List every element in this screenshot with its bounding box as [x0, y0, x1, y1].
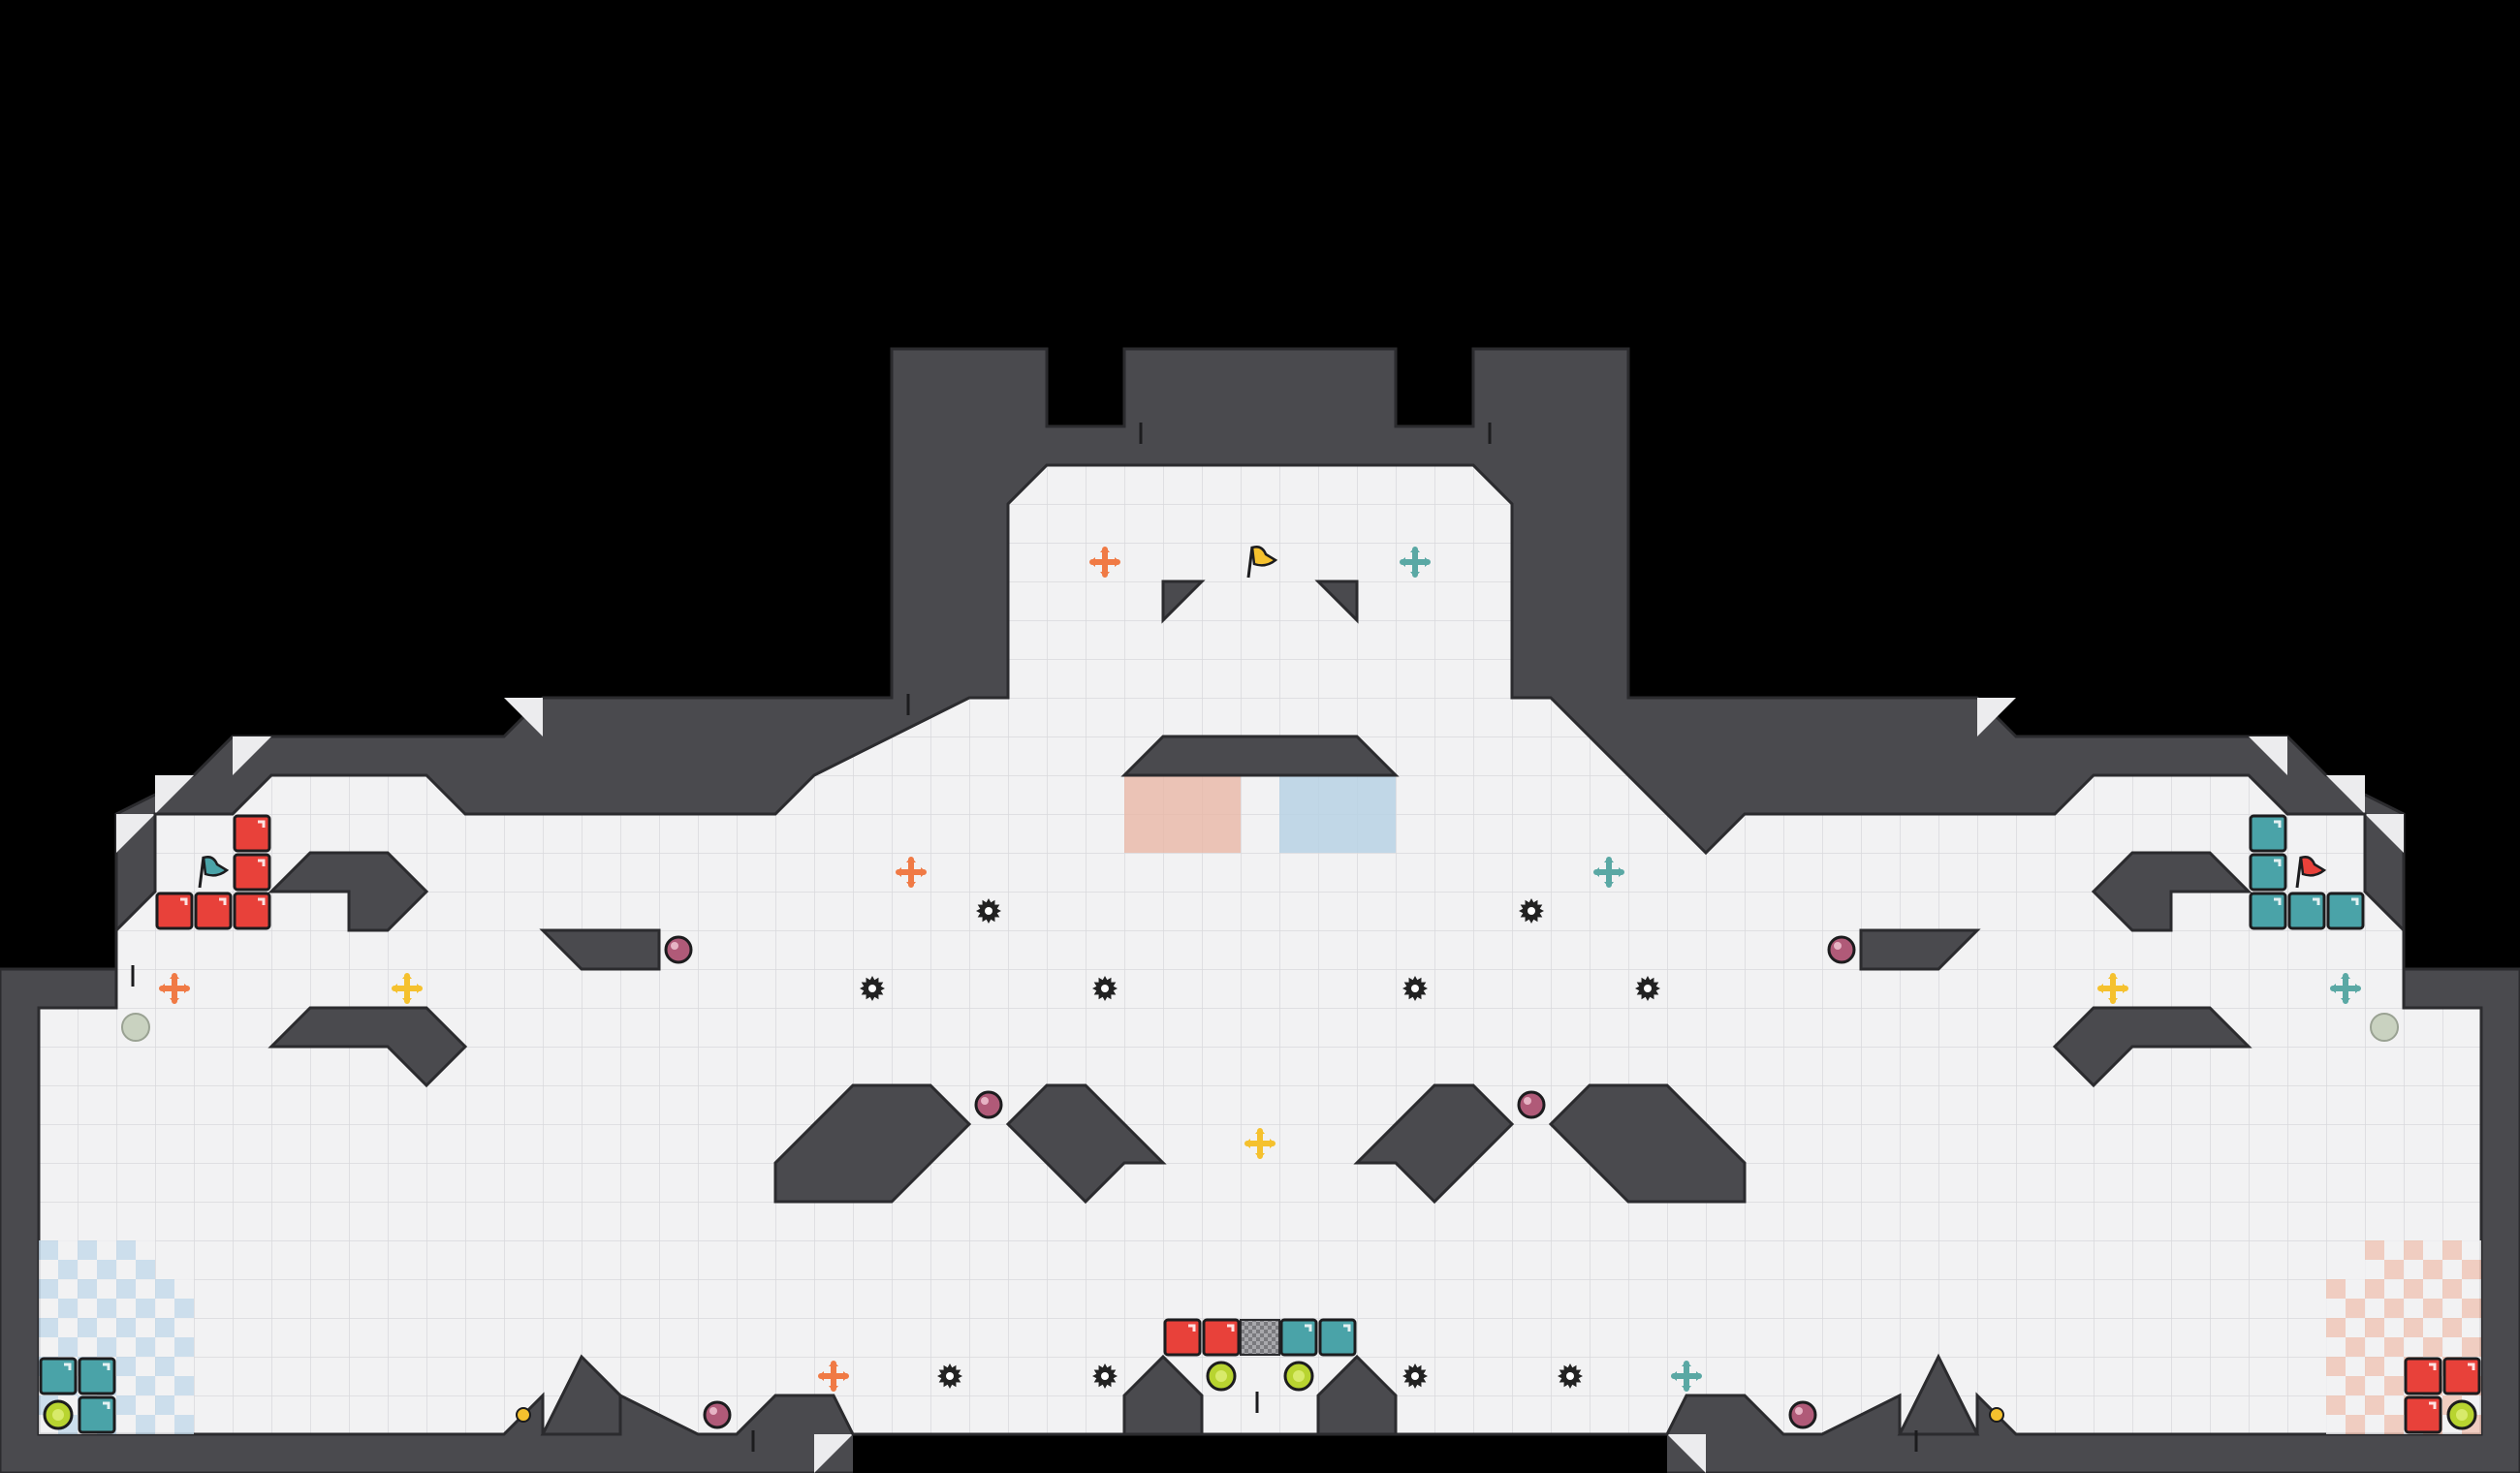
flags [198, 546, 2327, 889]
blue-tile [1318, 1318, 1357, 1357]
obstacle-left-big [773, 1083, 972, 1204]
spike-icon [1519, 898, 1544, 924]
obstacle-left-ledge [539, 928, 661, 971]
boosts [159, 547, 2361, 1392]
red-tile [233, 853, 271, 892]
spike-icon [976, 898, 1001, 924]
red-tile [155, 892, 194, 930]
center-gate [1240, 1319, 1280, 1356]
floor [37, 463, 2483, 1436]
blue-tile [39, 1357, 78, 1395]
blue-zone [1279, 775, 1396, 853]
misc-items [121, 1013, 2399, 1423]
red-zone [1124, 775, 1241, 853]
token-icon [1989, 1407, 2004, 1423]
spike-icon [1092, 1363, 1118, 1389]
blue-tile [78, 1357, 116, 1395]
bomb-icon [1517, 1090, 1546, 1119]
boost-cross-icon [159, 973, 190, 1004]
blue-tile [2326, 892, 2365, 930]
bottom-gap [853, 1434, 1667, 1473]
wall-notches [131, 423, 1918, 1452]
blue-tile [2249, 892, 2287, 930]
obstacle-right-hook-upper [2091, 851, 2252, 932]
bombs [664, 935, 1856, 1429]
red-tile [1202, 1318, 1241, 1357]
yellow-flag-icon [1246, 546, 1278, 579]
bomb-icon [1788, 1400, 1817, 1429]
blue-checker-zone [39, 1240, 194, 1434]
blue-tile [2249, 853, 2287, 892]
obstacles [268, 580, 2252, 1436]
bomb-icon [1827, 935, 1856, 964]
bomb-icon [664, 935, 693, 964]
spike-icon [1635, 976, 1660, 1001]
boost-cross-icon [392, 973, 423, 1004]
zones [39, 775, 2481, 1434]
boost-cross-icon [1244, 1128, 1276, 1159]
powerup-icon [2446, 1399, 2477, 1430]
team-tiles [39, 814, 2481, 1434]
spike-icon [1092, 976, 1118, 1001]
red-tile [2442, 1357, 2481, 1395]
blue-tile [2249, 814, 2287, 853]
red-tile [194, 892, 233, 930]
obstacle-right-hook-lower [2052, 1006, 2252, 1088]
red-flag-icon [2295, 856, 2327, 889]
wall-caps [116, 698, 2404, 1473]
obstacle-top-left-wedge [1161, 580, 1206, 624]
blue-flag-icon [198, 856, 230, 889]
boost-cross-icon [818, 1361, 849, 1392]
powerup-icon [1283, 1361, 1314, 1392]
obstacle-bottom-center-right [1316, 1354, 1398, 1436]
blue-tile [78, 1395, 116, 1434]
spike-icon [1558, 1363, 1583, 1389]
boost-cross-icon [1671, 1361, 1702, 1392]
spikes [860, 898, 1660, 1389]
boost-cross-icon [2330, 973, 2361, 1004]
boost-cross-icon [1089, 547, 1120, 578]
powerup-icon [43, 1399, 74, 1430]
boost-cross-icon [1400, 547, 1431, 578]
red-tile [1163, 1318, 1202, 1357]
blue-tile [2287, 892, 2326, 930]
boost-cross-icon [1593, 857, 1624, 888]
token-icon [516, 1407, 531, 1423]
red-tile [2404, 1395, 2442, 1434]
boost-cross-icon [896, 857, 927, 888]
blue-tile [1279, 1318, 1318, 1357]
inactive-powerup-icon [2370, 1013, 2399, 1042]
obstacle-bottom-right-spike [1897, 1353, 1980, 1436]
spike-icon [1402, 976, 1428, 1001]
obstacle-center-bar [1120, 735, 1400, 777]
inactive-powerup-icon [121, 1013, 150, 1042]
spike-icon [860, 976, 885, 1001]
red-checker-zone [2326, 1240, 2481, 1434]
bomb-icon [974, 1090, 1003, 1119]
obstacle-right-ledge [1859, 928, 1981, 971]
red-tile [233, 814, 271, 853]
powerup-icon [1206, 1361, 1237, 1392]
obstacle-left-hook-upper [268, 851, 429, 932]
obstacle-top-right-wedge [1314, 580, 1359, 624]
red-tile [2404, 1357, 2442, 1395]
bomb-icon [703, 1400, 732, 1429]
obstacle-bottom-left-spike [540, 1354, 622, 1436]
red-tile [233, 892, 271, 930]
obstacle-left-hook-lower [268, 1006, 468, 1088]
obstacle-right-v [1353, 1083, 1515, 1205]
powerups [43, 1361, 2477, 1430]
obstacle-right-big [1548, 1083, 1747, 1204]
obstacle-bottom-center-left [1122, 1354, 1204, 1436]
obstacle-left-v [1005, 1083, 1167, 1205]
boost-cross-icon [2097, 973, 2128, 1004]
spike-icon [937, 1363, 962, 1389]
spike-icon [1402, 1363, 1428, 1389]
